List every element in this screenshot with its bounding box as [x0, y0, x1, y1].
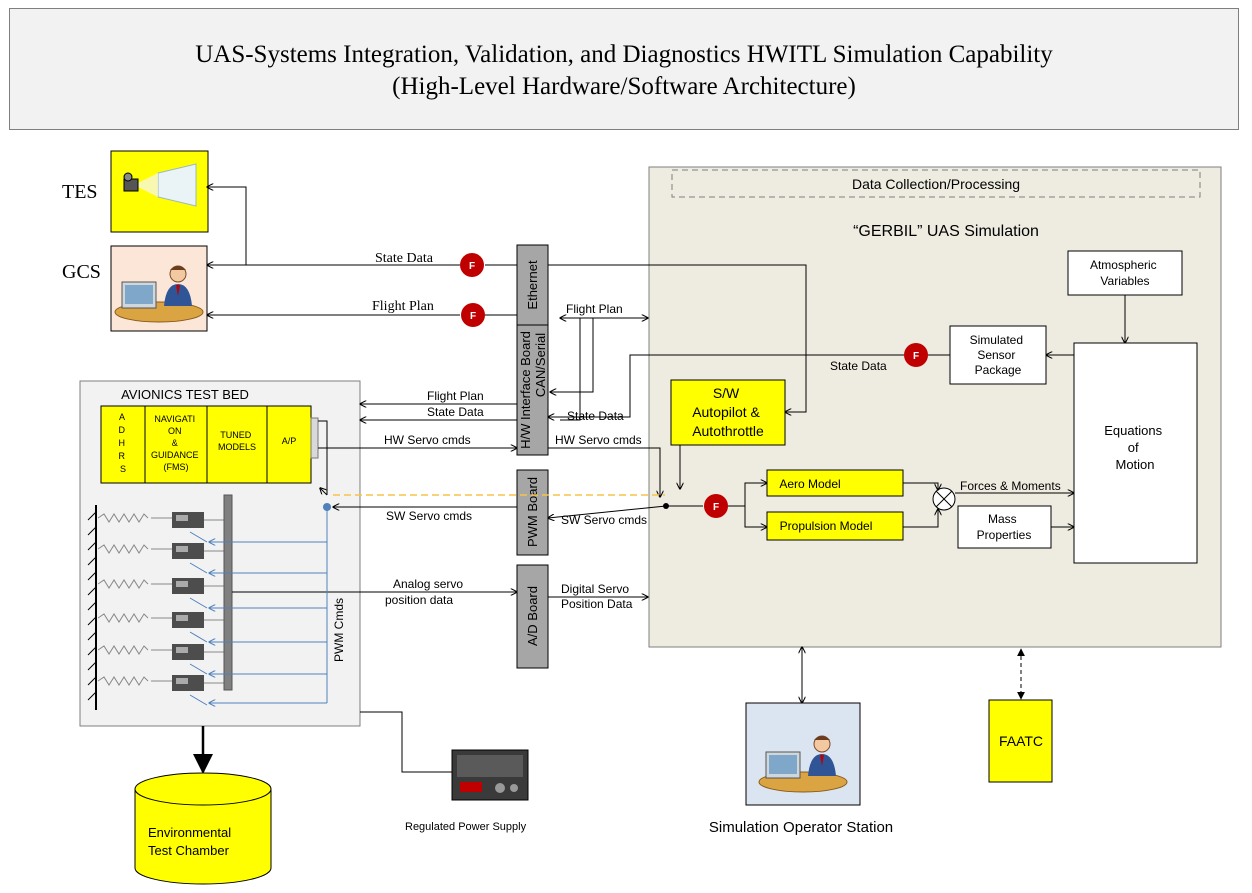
sw-servo-left-label: SW Servo cmds — [386, 509, 472, 523]
mass-properties-label: Mass Properties — [977, 512, 1032, 542]
digital-servo-label: Digital Servo Position Data — [561, 582, 633, 611]
can-serial-label: CAN/Serial — [533, 333, 548, 397]
aero-model-box — [766, 469, 904, 497]
hw-interface-bar — [516, 324, 549, 456]
avionics-title: AVIONICS TEST BED — [121, 387, 249, 402]
gcs-label: GCS — [62, 261, 101, 283]
filter-sim — [704, 494, 728, 518]
ad-board-label: A/D Board — [525, 586, 540, 646]
faatc-box — [988, 699, 1053, 783]
eom-label: Equations of Motion — [1104, 423, 1165, 472]
ad-board-bar — [516, 564, 549, 669]
atmospheric-box — [1067, 250, 1183, 296]
filter-state-data — [460, 253, 484, 277]
propulsion-model-label: Propulsion Model — [780, 519, 873, 533]
diagram-title: UAS-Systems Integration, Validation, and… — [9, 8, 1239, 130]
pwm-board-bar — [516, 469, 549, 556]
flight-plan-top-label: Flight Plan — [372, 299, 434, 314]
servo-4 — [97, 612, 224, 643]
data-collection-box — [671, 169, 1201, 198]
hw-servo-right-label: HW Servo cmds — [555, 433, 642, 447]
sw-servo-right-label: SW Servo cmds — [561, 513, 647, 527]
pwm-switch-node — [323, 503, 331, 511]
atmospheric-label: Atmospheric Variables — [1090, 258, 1160, 288]
servo-1 — [97, 512, 224, 543]
simulation-title: “GERBIL” UAS Simulation — [853, 223, 1039, 240]
svg-text:F: F — [469, 261, 475, 272]
svg-text:F: F — [913, 351, 919, 362]
hw-interface-label: H/W Interface Board — [518, 331, 533, 449]
operator-station-label: Simulation Operator Station — [709, 819, 893, 836]
module-navigation — [144, 405, 208, 484]
analog-servo-label: Analog servo position data — [385, 577, 466, 607]
servo-5 — [97, 644, 224, 675]
svg-text:F: F — [470, 311, 476, 322]
servo-2 — [97, 543, 224, 574]
servo-bus-bar — [223, 494, 233, 691]
hw-servo-left-label: HW Servo cmds — [384, 433, 471, 447]
title-line-2: (High-Level Hardware/Software Architectu… — [392, 73, 856, 100]
svg-text:A/P: A/P — [282, 436, 297, 446]
power-supply-label: Regulated Power Supply — [405, 821, 527, 833]
svg-text:NAVIGATI ON & GUID: NAVIGATI ON & GUIDANCE (FMS) — [151, 414, 201, 472]
servo-actuators — [97, 512, 224, 706]
sensor-label: Simulated Sensor Package — [970, 333, 1027, 377]
forces-moments-label: Forces & Moments — [960, 479, 1061, 493]
propulsion-model-box — [766, 511, 904, 541]
autopilot-label: S/W Autopilot & Autothrottle — [692, 385, 764, 439]
aero-model-label: Aero Model — [779, 477, 840, 491]
faatc-label: FAATC — [999, 733, 1043, 749]
pwm-cmds-label: PWM Cmds — [332, 598, 346, 662]
servo-3 — [97, 578, 224, 609]
module-adhrs — [100, 405, 146, 484]
environmental-chamber-label: Environmental Test Chamber — [148, 825, 235, 858]
eom-box — [1073, 342, 1198, 564]
svg-text:A D H R S: A D H R S — [118, 412, 127, 474]
svg-text:F: F — [713, 502, 719, 513]
servo-6 — [97, 675, 224, 706]
state-data-top-label: State Data — [375, 251, 434, 266]
state-data-left-label: State Data — [427, 405, 484, 419]
data-collection-label: Data Collection/Processing — [852, 176, 1020, 192]
power-supply-icon — [451, 749, 529, 801]
filter-sensor — [904, 343, 928, 367]
module-ap — [266, 405, 312, 484]
flight-plan-right-label: Flight Plan — [566, 302, 623, 316]
tes-label: TES — [62, 181, 98, 203]
state-data-mid-label: State Data — [567, 409, 624, 423]
sensor-box — [949, 325, 1047, 385]
pwm-board-label: PWM Board — [525, 477, 540, 547]
state-data-sensor-label: State Data — [830, 359, 887, 373]
ethernet-label: Ethernet — [525, 260, 540, 310]
ethernet-bar — [516, 244, 549, 326]
flight-plan-left-label: Flight Plan — [427, 389, 484, 403]
filter-flight-plan — [461, 303, 485, 327]
svg-text:TUNED MODELS: TUNED MODELS — [218, 430, 256, 452]
environmental-chamber — [134, 789, 272, 885]
title-line-1: UAS-Systems Integration, Validation, and… — [195, 41, 1053, 68]
